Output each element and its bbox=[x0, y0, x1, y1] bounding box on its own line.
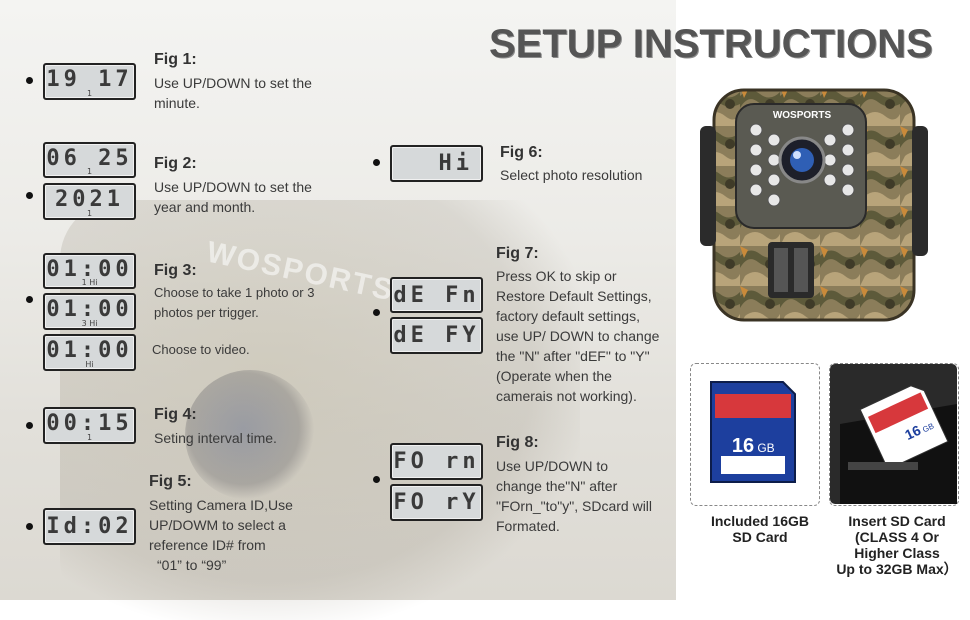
fig5-description: Setting Camera ID,Use UP/DOWM to select … bbox=[149, 497, 293, 573]
lcd-display: 00:15 1 bbox=[43, 407, 136, 444]
bullet-dot bbox=[26, 422, 33, 429]
lcd-digits: FO rY bbox=[393, 490, 480, 515]
sd-unit: GB bbox=[921, 421, 935, 434]
sd-capacity: 16 bbox=[902, 422, 923, 443]
lcd-indicator: 1 Hi bbox=[81, 278, 98, 287]
sd-card-insert-illustration: 16 GB bbox=[830, 364, 957, 504]
fig1-description: Use UP/DOWN to set the minute. bbox=[154, 75, 312, 111]
fig6-description: Select photo resolution bbox=[500, 167, 643, 183]
lcd-display: 01:00 Hi bbox=[43, 334, 136, 371]
lcd-digits: Id:02 bbox=[46, 514, 133, 539]
lcd-digits: 00:15 bbox=[46, 411, 133, 436]
bullet-dot bbox=[26, 77, 33, 84]
lcd-digits: Hi bbox=[438, 151, 473, 176]
fig7-description: Press OK to skip or Restore Default Sett… bbox=[496, 268, 660, 404]
fig7-title: Fig 7: bbox=[496, 245, 539, 262]
sd-unit: GB bbox=[757, 441, 774, 455]
lcd-digits: 01:00 bbox=[46, 297, 133, 322]
fig8-title: Fig 8: bbox=[496, 434, 539, 451]
bullet-dot bbox=[373, 476, 380, 483]
sd-capacity: 16 bbox=[732, 435, 754, 457]
bullet-dot bbox=[26, 192, 33, 199]
lcd-indicator: 1 bbox=[86, 89, 93, 98]
lcd-display: 2021 1 bbox=[43, 183, 136, 220]
lcd-digits: 06 25 bbox=[46, 146, 133, 171]
fig4-title: Fig 4: bbox=[154, 406, 197, 423]
fig2-description: Use UP/DOWN to set the year and month. bbox=[154, 179, 312, 215]
bullet-dot bbox=[26, 523, 33, 530]
bullet-dot bbox=[373, 159, 380, 166]
fig8-description: Use UP/DOWN to change the"N" after "FOrn… bbox=[496, 458, 653, 534]
lcd-digits: dE FY bbox=[393, 323, 480, 348]
lcd-digits: 19 17 bbox=[46, 67, 133, 92]
lcd-display: FO rn bbox=[390, 443, 483, 480]
camera-brand: WOSPORTS bbox=[773, 110, 832, 121]
fig3-description: Choose to take 1 photo or 3 photos per t… bbox=[154, 285, 315, 320]
lcd-indicator: Hi bbox=[85, 360, 94, 369]
fig2-title: Fig 2: bbox=[154, 155, 197, 172]
fig4-description: Seting interval time. bbox=[154, 430, 277, 446]
trail-camera-image: WOSPORTS bbox=[700, 86, 948, 336]
lcd-display: Id:02 bbox=[43, 508, 136, 545]
background-camera-image bbox=[60, 200, 580, 620]
fig6-title: Fig 6: bbox=[500, 144, 543, 161]
lcd-digits: 01:00 bbox=[46, 257, 133, 282]
lcd-display: dE Fn bbox=[390, 277, 483, 313]
insert-sd-caption: Insert SD Card (CLASS 4 Or Higher Class … bbox=[836, 513, 958, 577]
trail-camera-illustration: WOSPORTS bbox=[700, 88, 928, 322]
page-title: SETUP INSTRUCTIONS bbox=[489, 22, 933, 66]
lcd-indicator: 1 bbox=[86, 433, 93, 442]
fig3-title: Fig 3: bbox=[154, 262, 197, 279]
lcd-display: dE FY bbox=[390, 317, 483, 354]
lcd-indicator: 1 bbox=[86, 167, 93, 176]
lcd-indicator: 1 bbox=[86, 209, 93, 218]
bullet-dot bbox=[26, 296, 33, 303]
lcd-display: 01:00 3 Hi bbox=[43, 293, 136, 330]
fig1-title: Fig 1: bbox=[154, 51, 197, 68]
bullet-dot bbox=[373, 309, 380, 316]
lcd-digits: FO rn bbox=[393, 449, 480, 474]
lcd-display: 06 25 1 bbox=[43, 142, 136, 178]
lcd-display: 19 17 1 bbox=[43, 63, 136, 100]
lcd-digits: 2021 bbox=[55, 187, 124, 212]
included-sd-caption: Included 16GB SD Card bbox=[710, 513, 810, 545]
insert-sd-card-box: 16 GB bbox=[829, 363, 959, 506]
fig5-title: Fig 5: bbox=[149, 473, 192, 490]
lcd-display: 01:00 1 Hi bbox=[43, 253, 136, 289]
included-sd-card-box: 16 GB bbox=[690, 363, 820, 506]
lcd-digits: 01:00 bbox=[46, 338, 133, 363]
lcd-digits: dE Fn bbox=[393, 283, 480, 308]
lcd-display: Hi bbox=[390, 145, 483, 182]
fig3-video-description: Choose to video. bbox=[152, 342, 250, 357]
lcd-indicator: 3 Hi bbox=[81, 319, 98, 328]
lcd-display: FO rY bbox=[390, 484, 483, 521]
sd-card-icon: 16 GB bbox=[710, 381, 796, 483]
background-camera-lens bbox=[185, 370, 315, 500]
